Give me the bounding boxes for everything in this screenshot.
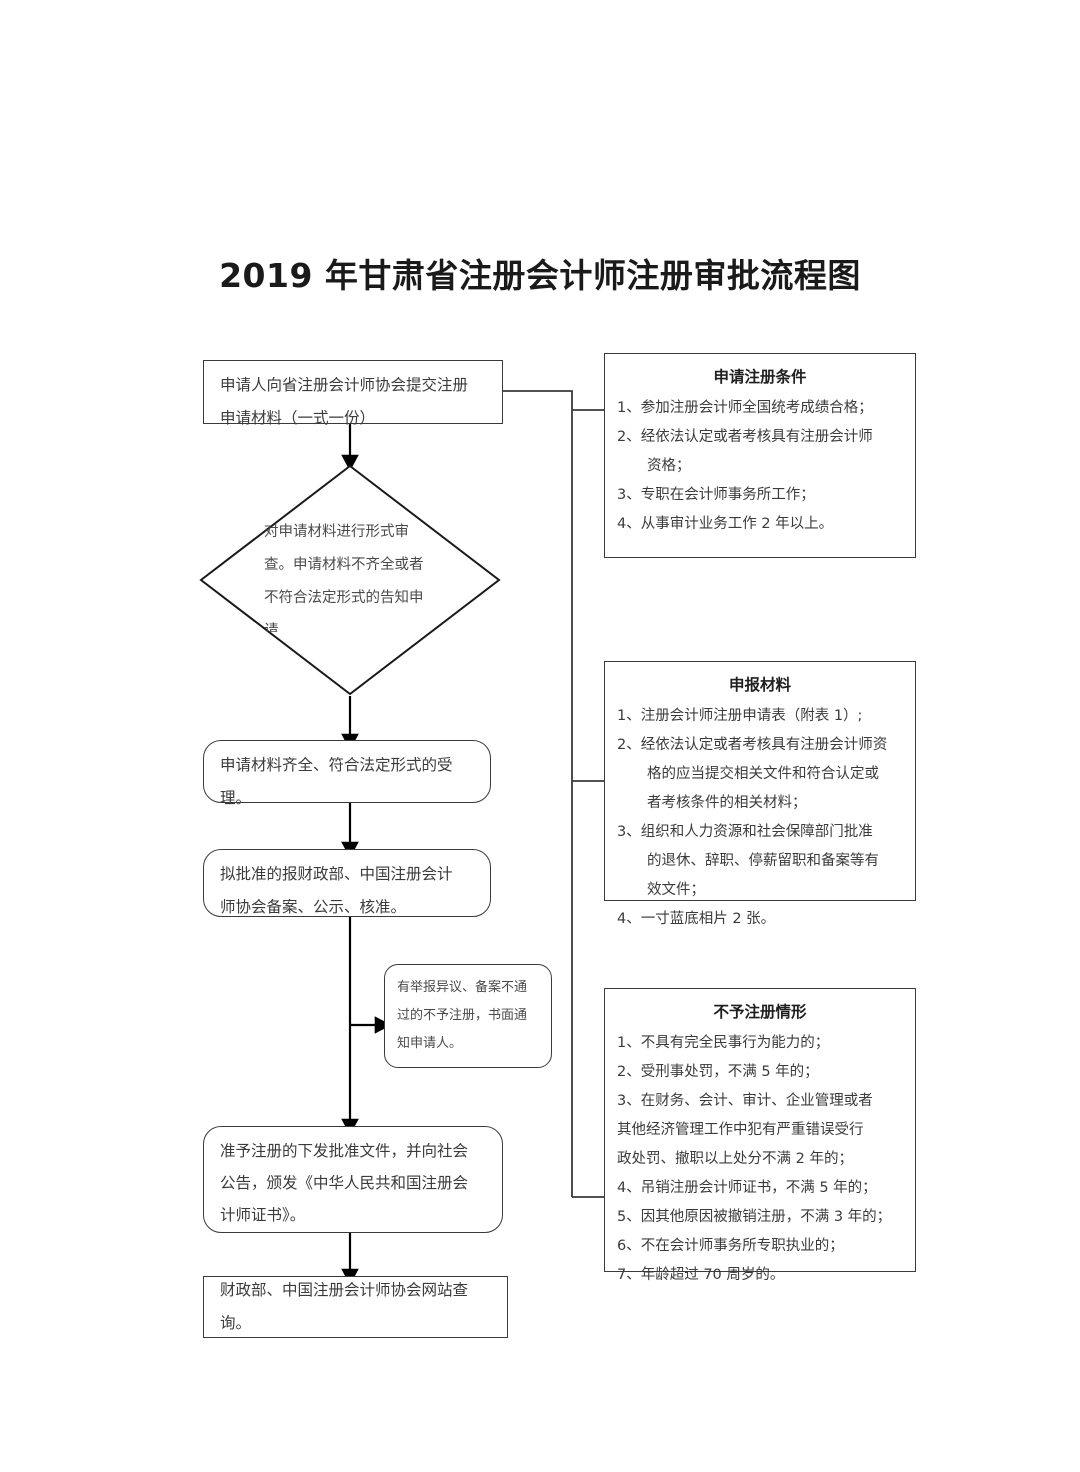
list-item: 者考核条件的相关材料； — [647, 795, 807, 811]
list-item: 1、参加注册会计师全国统考成绩合格； — [617, 400, 873, 416]
flow-node-submit-application[interactable]: 申请人向省注册会计师协会提交注册 申请材料（一式一份） — [203, 360, 503, 427]
flow-node-website-query[interactable]: 财政部、中国注册会计师协会网站查询。 — [203, 1276, 508, 1338]
info-panel-title: 申请注册条件 — [713, 368, 807, 386]
info-panel-refusal-circumstances[interactable]: 不予注册情形 1、不具有完全民事行为能力的； 2、受刑事处罚，不满 5 年的； … — [604, 988, 916, 1283]
list-item: 4、吊销注册会计师证书，不满 5 年的； — [617, 1180, 877, 1196]
info-panel-title: 不予注册情形 — [713, 1003, 807, 1021]
list-item: 2、经依法认定或者考核具有注册会计师资 — [617, 737, 888, 753]
page-title: 2019 年甘肃省注册会计师注册审批流程图 — [219, 256, 861, 295]
flow-node-issue-certificate[interactable]: 准予注册的下发批准文件，并向社会 公告，颁发《中华人民共和国注册会 计师证书》。 — [203, 1126, 503, 1233]
list-item: 效文件； — [647, 882, 705, 898]
list-item: 4、一寸蓝底相片 2 张。 — [617, 911, 776, 927]
list-item: 格的应当提交相关文件和符合认定或 — [647, 766, 879, 782]
list-item: 3、组织和人力资源和社会保障部门批准 — [617, 824, 873, 840]
flow-node-filing-publicity-approval[interactable]: 拟批准的报财政部、中国注册会计 师协会备案、公示、核准。 — [203, 849, 491, 917]
diamond-shape — [199, 464, 501, 696]
list-item: 7、年龄超过 70 周岁的。 — [617, 1267, 785, 1283]
info-panel-application-materials[interactable]: 申报材料 1、注册会计师注册申请表（附表 1）; 2、经依法认定或者考核具有注册… — [604, 661, 916, 927]
list-item: 1、注册会计师注册申请表（附表 1）; — [617, 708, 863, 724]
info-panel-title: 申报材料 — [728, 676, 791, 694]
flow-node-formal-review[interactable]: 对申请材料进行形式审查。申请材料不齐全或者不符合法定形式的告知申请 — [199, 464, 501, 696]
info-panel-list: 1、不具有完全民事行为能力的； 2、受刑事处罚，不满 5 年的； 3、在财务、会… — [617, 1029, 903, 1290]
list-item: 其他经济管理工作中犯有严重错误受行 — [617, 1122, 864, 1138]
list-item: 6、不在会计师事务所专职执业的； — [617, 1238, 844, 1254]
flow-node-refusal-notice[interactable]: 有举报异议、备案不通过的不予注册，书面通 知申请人。 — [384, 964, 552, 1068]
list-item: 2、受刑事处罚，不满 5 年的； — [617, 1064, 819, 1080]
info-panel-list: 1、注册会计师注册申请表（附表 1）; 2、经依法认定或者考核具有注册会计师资 … — [617, 702, 903, 934]
flow-node-formal-review-label: 对申请材料进行形式审查。申请材料不齐全或者不符合法定形式的告知申请 — [264, 524, 424, 632]
info-panel-list: 1、参加注册会计师全国统考成绩合格； 2、经依法认定或者考核具有注册会计师 资格… — [617, 394, 903, 539]
list-item: 2、经依法认定或者考核具有注册会计师 — [617, 429, 873, 445]
flow-node-accepted[interactable]: 申请材料齐全、符合法定形式的受 理。 — [203, 740, 491, 807]
info-panel-registration-conditions[interactable]: 申请注册条件 1、参加注册会计师全国统考成绩合格； 2、经依法认定或者考核具有注… — [604, 353, 916, 558]
list-item: 4、从事审计业务工作 2 年以上。 — [617, 516, 834, 532]
list-item: 1、不具有完全民事行为能力的； — [617, 1035, 830, 1051]
list-item: 资格； — [647, 458, 691, 474]
list-item: 3、专职在会计师事务所工作； — [617, 487, 815, 503]
list-item: 3、在财务、会计、审计、企业管理或者 — [617, 1093, 873, 1109]
list-item: 的退休、辞职、停薪留职和备案等有 — [647, 853, 879, 869]
list-item: 政处罚、撤职以上处分不满 2 年的； — [617, 1151, 853, 1167]
list-item: 5、因其他原因被撤销注册，不满 3 年的； — [617, 1209, 892, 1225]
